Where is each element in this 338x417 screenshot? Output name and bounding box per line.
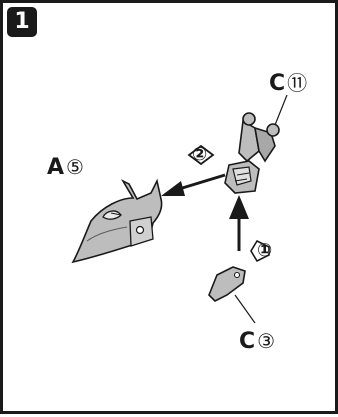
order-label-1: ① [257, 240, 273, 261]
arrow-step-2 [161, 144, 226, 196]
neck-part-c11 [224, 94, 288, 194]
assembly-diagram [71, 94, 288, 324]
order-label-2: ② [192, 144, 208, 165]
head-part-a5 [71, 178, 163, 264]
arrow-step-1 [229, 195, 270, 263]
joint-part-c3 [208, 266, 256, 324]
step-number-badge: 1 [7, 7, 37, 37]
